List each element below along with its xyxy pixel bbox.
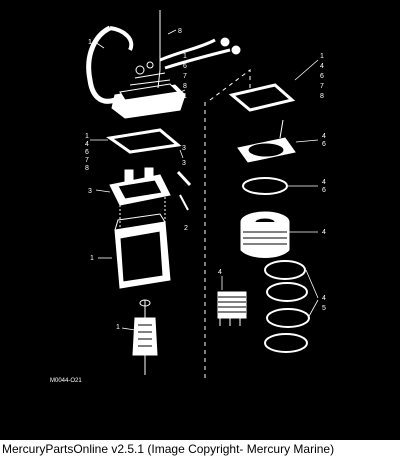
callout-3-left: 3 <box>88 188 92 195</box>
callout-46t-a: 4 <box>322 133 326 140</box>
callout-1-armature: 1 <box>116 324 120 331</box>
armature <box>132 299 158 375</box>
callout-1-top-left: 1 <box>88 39 92 46</box>
callout-cap-a: 1 <box>183 53 187 60</box>
callout-stack-46-top: 4 6 <box>322 133 326 148</box>
callout-gl-b: 4 <box>85 141 89 148</box>
callout-46t-b: 6 <box>322 141 326 148</box>
right-gasket <box>228 83 296 112</box>
callout-cap-b: 6 <box>183 63 187 70</box>
callout-2: 2 <box>184 225 188 232</box>
callout-4-drum: 4 <box>322 229 326 236</box>
exploded-parts-diagram: 1 8 1 6 7 8 1 1 4 6 7 8 1 4 6 7 8 <box>0 0 400 440</box>
callout-3-upper: 3 <box>182 145 186 152</box>
callout-gl-c: 6 <box>85 149 89 156</box>
commutator-drum <box>240 211 290 258</box>
callout-8-top: 8 <box>178 28 182 35</box>
brush-stack <box>217 291 247 326</box>
callout-gl-d: 7 <box>85 157 89 164</box>
o-ring <box>242 177 288 195</box>
assembly-divider <box>204 69 251 380</box>
callout-cap-d: 8 <box>183 83 187 90</box>
callout-stack-gasket-left: 1 4 6 7 8 <box>85 133 89 172</box>
brush-holder-plate <box>109 167 171 230</box>
callout-45-a: 4 <box>322 295 326 302</box>
callout-gr-b: 4 <box>320 63 324 70</box>
callout-45-b: 5 <box>322 305 326 312</box>
callout-gr-e: 8 <box>320 93 324 100</box>
callout-1-housing: 1 <box>90 255 94 262</box>
callout-46r-b: 6 <box>322 187 326 194</box>
callout-stack-gasket-right: 1 4 6 7 8 <box>320 53 324 100</box>
callout-stack-cap: 1 6 7 8 1 <box>183 53 187 100</box>
callout-cap-e: 1 <box>183 93 187 100</box>
callout-gr-a: 1 <box>320 53 324 60</box>
motor-housing <box>114 213 171 289</box>
end-cover <box>237 119 296 163</box>
callout-stack-45: 4 5 <box>322 295 326 312</box>
callout-gr-d: 7 <box>320 83 324 90</box>
callout-gl-a: 1 <box>85 133 89 140</box>
image-caption: MercuryPartsOnline v2.5.1 (Image Copyrig… <box>0 440 400 458</box>
top-cap-assembly <box>86 10 241 119</box>
callout-3-lower: 3 <box>182 160 186 167</box>
left-gasket <box>106 128 182 154</box>
ring-set <box>264 260 310 353</box>
drawing-code: M0044-O21 <box>50 378 82 384</box>
diagram-svg: 1 8 1 6 7 8 1 1 4 6 7 8 1 4 6 7 8 <box>50 10 326 384</box>
callout-stack-46-ring: 4 6 <box>322 179 326 194</box>
callout-4-brush: 4 <box>218 269 222 276</box>
callout-cap-c: 7 <box>183 73 187 80</box>
callout-gl-e: 8 <box>85 165 89 172</box>
callout-gr-c: 6 <box>320 73 324 80</box>
callout-46r-a: 4 <box>322 179 326 186</box>
